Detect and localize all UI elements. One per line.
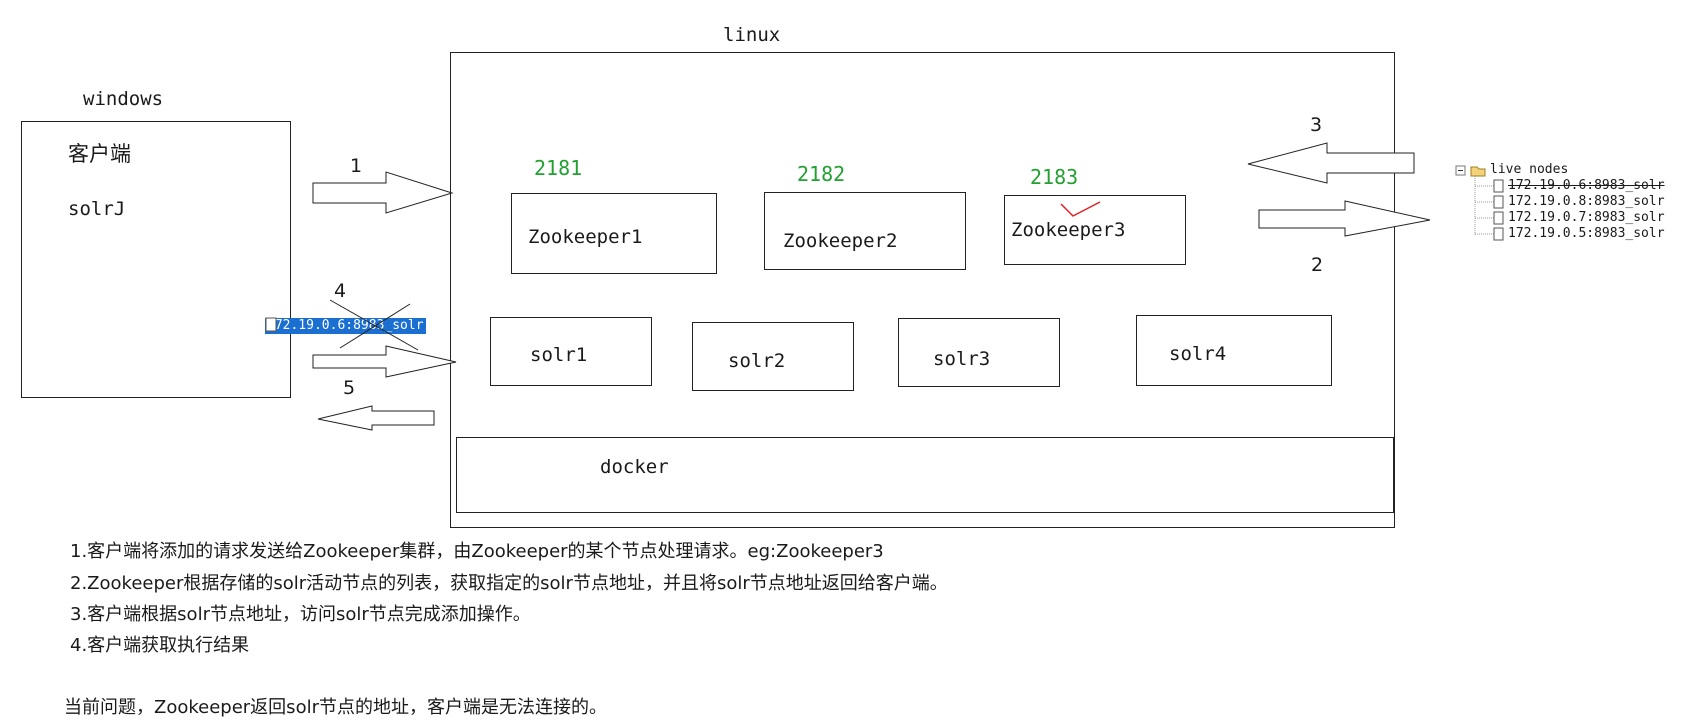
solr-label: solr3 (933, 348, 991, 370)
file-icon (1493, 179, 1504, 193)
live-node-item: 172.19.0.8:8983_solr (1508, 194, 1665, 209)
check-icon (1060, 201, 1101, 217)
arrow-left-icon (1247, 142, 1415, 184)
port-label: 2181 (534, 156, 583, 180)
problem-statement: 当前问题，Zookeeper返回solr节点的地址，客户端是无法连接的。 (64, 697, 607, 718)
zookeeper-node: Zookeeper3 (1004, 195, 1186, 265)
file-icon (1493, 211, 1504, 225)
note-line: 1.客户端将添加的请求发送给Zookeeper集群，由Zookeeper的某个节… (70, 541, 884, 562)
solr-label: solr2 (728, 350, 786, 372)
solrj-label: solrJ (68, 198, 126, 220)
step-number: 3 (1310, 114, 1323, 136)
arrow-right-icon (312, 345, 457, 378)
live-node-item: 172.19.0.6:8983_solr (1508, 178, 1665, 193)
note-line: 2.Zookeeper根据存储的solr活动节点的列表，获取指定的solr节点地… (70, 573, 948, 594)
client-label: 客户端 (68, 142, 131, 166)
docker-label: docker (600, 456, 669, 478)
step-number: 2 (1311, 254, 1324, 276)
folder-icon (1470, 166, 1486, 177)
zookeeper-label: Zookeeper3 (1011, 219, 1126, 241)
zookeeper-label: Zookeeper1 (528, 226, 643, 248)
solr-node: solr3 (898, 318, 1060, 387)
zookeeper-node: Zookeeper1 (511, 193, 717, 274)
arrow-left-icon (317, 405, 435, 431)
step-number: 4 (334, 280, 347, 302)
file-icon (265, 317, 277, 332)
windows-label: windows (83, 88, 164, 110)
file-icon (1493, 227, 1504, 241)
solr-label: solr1 (530, 344, 588, 366)
file-icon (1493, 195, 1504, 209)
step-number: 1 (350, 155, 363, 177)
windows-client-box: 客户端 solrJ (21, 121, 291, 398)
arrow-right-icon (312, 171, 454, 214)
arrow-right-icon (1258, 200, 1431, 237)
port-label: 2183 (1030, 165, 1079, 189)
zookeeper-label: Zookeeper2 (783, 230, 898, 252)
note-line: 4.客户端获取执行结果 (70, 635, 250, 656)
zookeeper-node: Zookeeper2 (764, 192, 966, 270)
solr-node: solr4 (1136, 315, 1332, 386)
cross-icon (329, 299, 419, 351)
linux-label: linux (723, 24, 781, 46)
port-label: 2182 (797, 162, 846, 186)
solr-label: solr4 (1169, 343, 1227, 365)
live-nodes-title: live nodes (1490, 162, 1569, 177)
live-node-item: 172.19.0.7:8983_solr (1508, 210, 1665, 225)
solr-node: solr1 (490, 317, 652, 386)
step-number: 5 (343, 377, 356, 399)
note-line: 3.客户端根据solr节点地址，访问solr节点完成添加操作。 (70, 604, 531, 625)
docker-box: docker (456, 437, 1394, 513)
solr-node: solr2 (692, 322, 854, 391)
highlighted-node-address: 172.19.0.6:8983_solr (265, 318, 426, 334)
live-node-item: 172.19.0.5:8983_solr (1508, 226, 1665, 241)
